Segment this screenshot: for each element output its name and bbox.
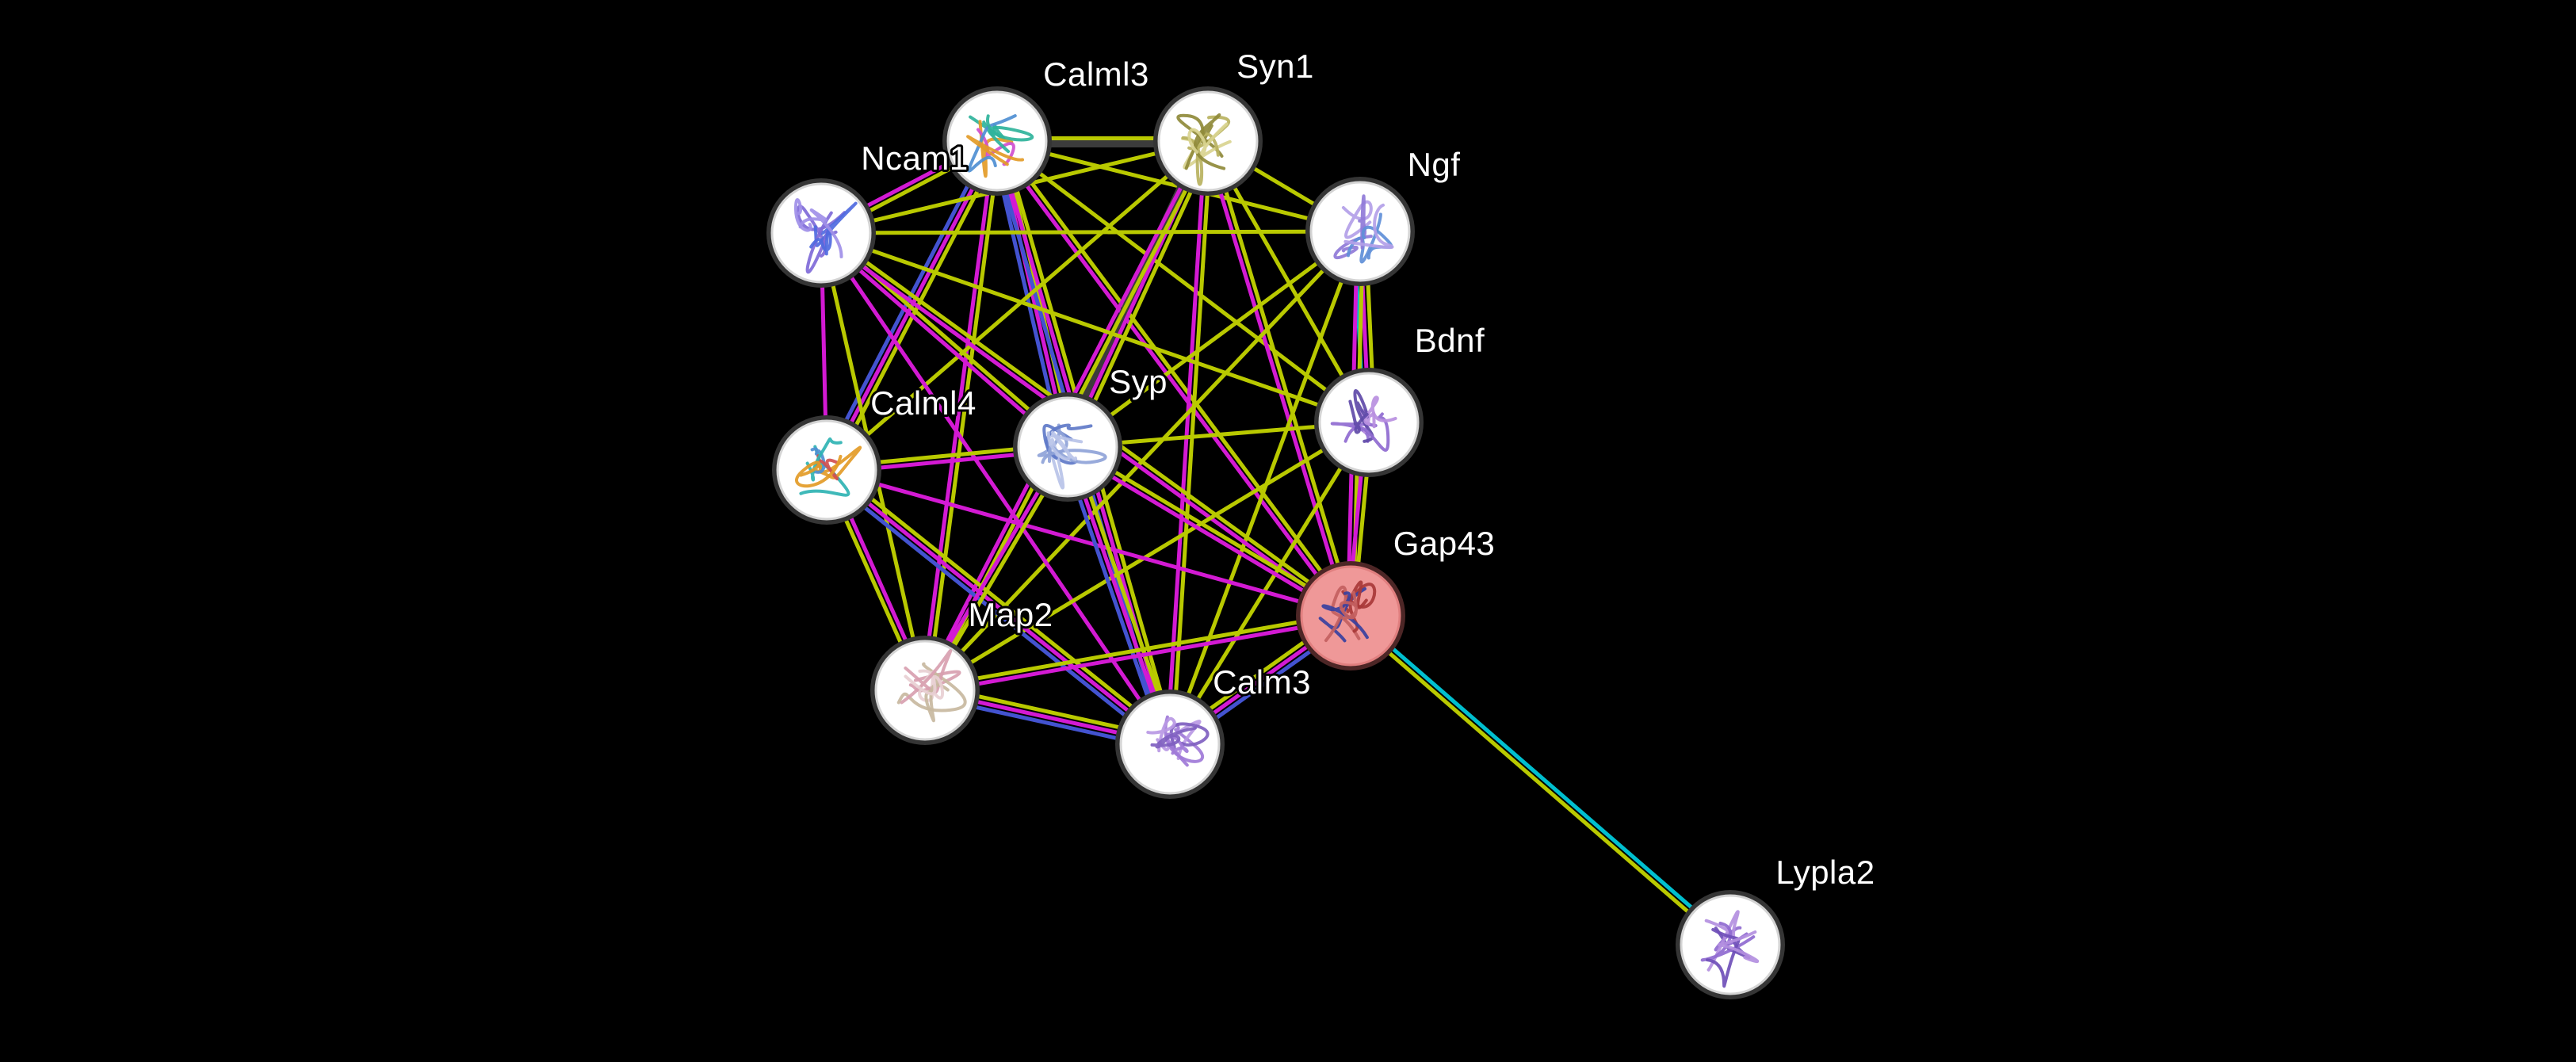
protein-structure-icon bbox=[1318, 580, 1377, 643]
node-label-calm3: Calm3 bbox=[1213, 663, 1311, 701]
protein-structure-icon bbox=[1330, 389, 1397, 452]
edge-bdnf-calm3[interactable] bbox=[1168, 421, 1371, 746]
edge-calml3-gap43[interactable] bbox=[993, 138, 1355, 619]
protein-structure-icon bbox=[795, 437, 862, 497]
protein-structure-icon bbox=[966, 114, 1034, 178]
node-label-bdnf: Bdnf bbox=[1415, 322, 1485, 359]
node-ncam1[interactable] bbox=[766, 178, 876, 288]
edge-ngf-ncam1[interactable] bbox=[820, 229, 1361, 235]
node-calm3[interactable] bbox=[1115, 690, 1225, 799]
edge-line-tm bbox=[820, 229, 1361, 235]
edge-line-exp bbox=[993, 141, 1351, 619]
node-calml4[interactable] bbox=[772, 415, 881, 525]
node-label-ncam1: Ncam1 bbox=[861, 139, 969, 177]
node-label-gap43: Gap43 bbox=[1393, 525, 1496, 562]
node-circle bbox=[1017, 396, 1118, 498]
edge-line-tm bbox=[1168, 421, 1371, 746]
edge-line-tm bbox=[1068, 442, 1354, 616]
node-label-syn1: Syn1 bbox=[1236, 48, 1314, 85]
edge-map2-gap43[interactable] bbox=[923, 611, 1352, 695]
node-label-calml3: Calml3 bbox=[1043, 55, 1149, 93]
node-map2[interactable] bbox=[870, 636, 980, 745]
node-label-map2: Map2 bbox=[968, 596, 1053, 633]
node-layer bbox=[766, 86, 1785, 999]
protein-structure-icon bbox=[793, 198, 858, 274]
edge-syn1-gap43[interactable] bbox=[1203, 139, 1355, 617]
edge-ngf-calm3[interactable] bbox=[1168, 231, 1363, 745]
edge-line-tm bbox=[1347, 616, 1730, 949]
edge-calml4-gap43[interactable] bbox=[826, 468, 1351, 618]
protein-structure-icon bbox=[1176, 113, 1232, 186]
edge-line-exp bbox=[1203, 141, 1351, 617]
edge-line-exp bbox=[826, 468, 1351, 618]
edge-line-tm bbox=[828, 464, 1175, 742]
node-syp[interactable] bbox=[1013, 392, 1122, 502]
edge-line-tm bbox=[923, 420, 1370, 693]
node-bdnf[interactable] bbox=[1314, 368, 1424, 477]
edge-line-tm bbox=[997, 138, 1355, 616]
node-gap43[interactable] bbox=[1296, 561, 1405, 670]
edge-line-coocc bbox=[822, 472, 1168, 751]
node-ngf[interactable] bbox=[1305, 177, 1415, 286]
edge-line-tm bbox=[1066, 229, 1362, 449]
edge-line-tm bbox=[820, 231, 1370, 425]
protein-structure-icon bbox=[1037, 423, 1107, 490]
edge-line-exp bbox=[825, 468, 1171, 746]
protein-structure-icon bbox=[1700, 910, 1759, 988]
edge-calml4-calm3[interactable] bbox=[822, 464, 1175, 751]
edge-line-tm bbox=[1071, 142, 1215, 450]
node-label-syp: Syp bbox=[1109, 363, 1168, 400]
edge-syp-gap43[interactable] bbox=[1064, 442, 1354, 621]
node-label-ngf: Ngf bbox=[1408, 146, 1461, 183]
node-label-calml4: Calml4 bbox=[870, 384, 977, 422]
node-calml3[interactable] bbox=[942, 86, 1052, 196]
protein-structure-icon bbox=[896, 649, 967, 723]
node-label-lypla2: Lypla2 bbox=[1775, 854, 1875, 891]
edge-line-exp bbox=[1064, 447, 1351, 621]
edge-gap43-lypla2[interactable] bbox=[1347, 612, 1733, 949]
edge-line-exp bbox=[925, 616, 1352, 695]
node-lypla2[interactable] bbox=[1676, 890, 1785, 999]
edge-ngf-syp[interactable] bbox=[1066, 229, 1362, 449]
edge-line-tm bbox=[923, 611, 1351, 690]
edge-line-tm bbox=[1208, 139, 1355, 616]
edge-ncam1-bdnf[interactable] bbox=[820, 231, 1370, 425]
edge-line-tm bbox=[825, 139, 1210, 472]
protein-structure-icon bbox=[1333, 194, 1394, 264]
edge-line-tm bbox=[1168, 231, 1363, 745]
node-syn1[interactable] bbox=[1153, 86, 1263, 196]
edge-bdnf-map2[interactable] bbox=[923, 420, 1370, 693]
edge-line-db bbox=[1351, 612, 1733, 945]
protein-structure-icon bbox=[1146, 715, 1210, 767]
edge-syn1-calml4[interactable] bbox=[825, 139, 1210, 472]
